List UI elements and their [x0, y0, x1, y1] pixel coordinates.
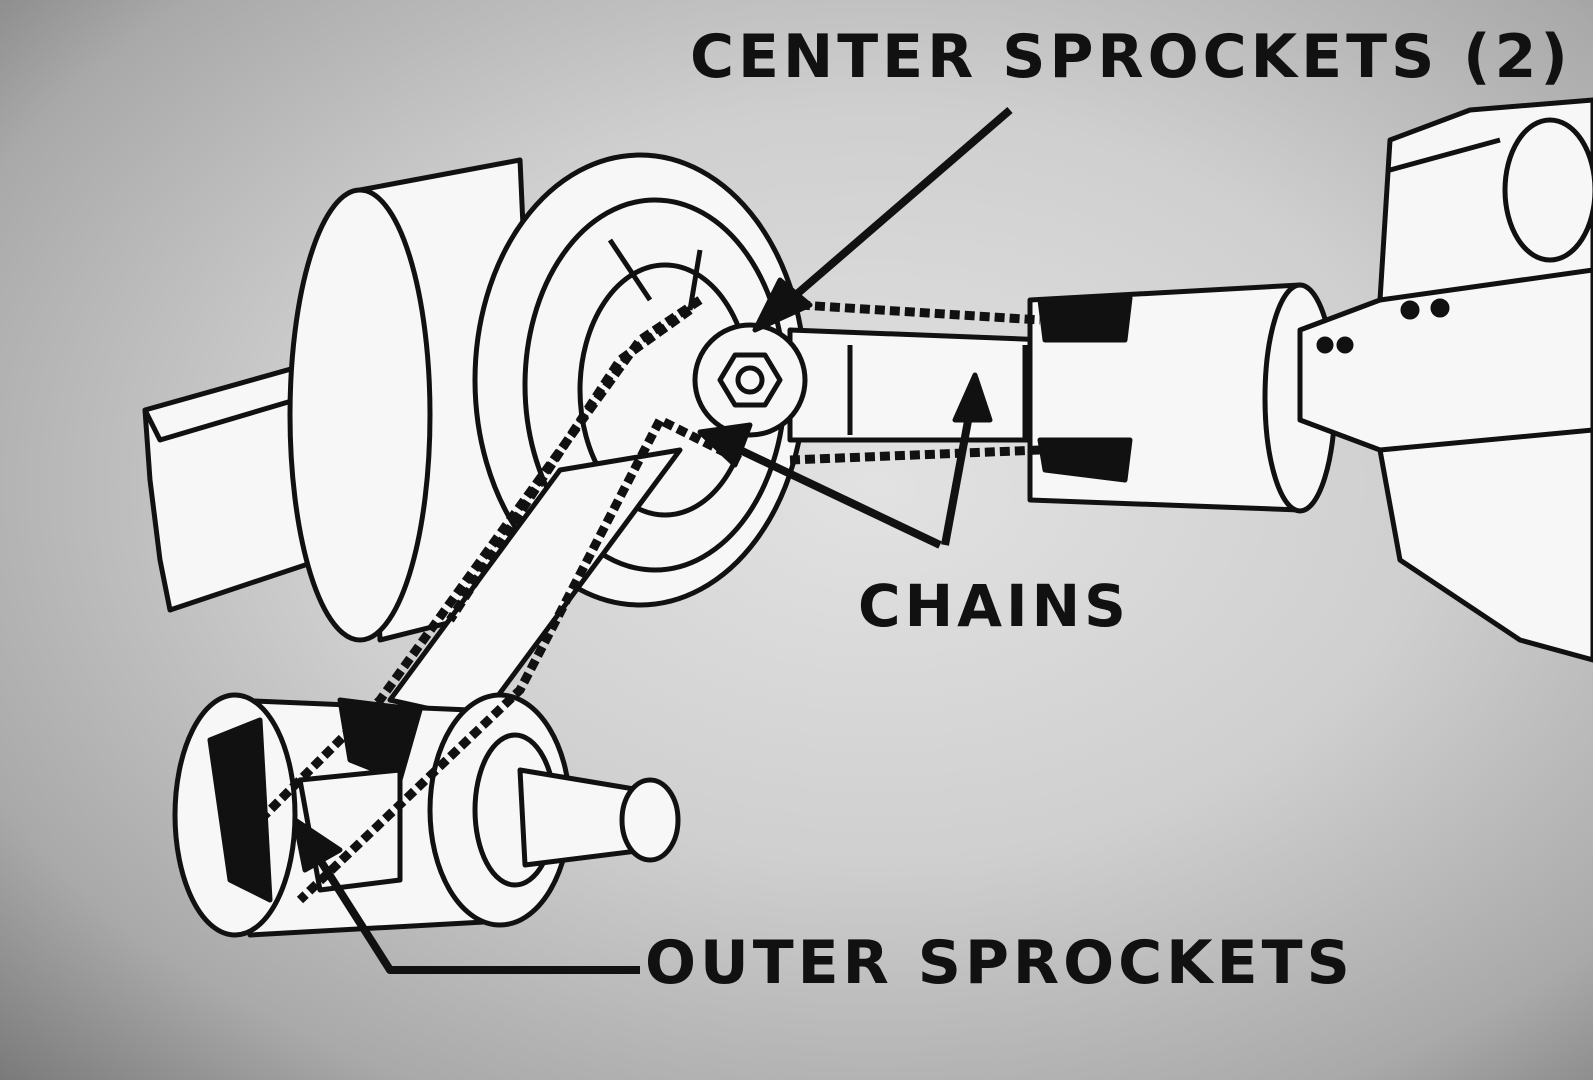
- arrow-chain-lower: [697, 422, 753, 468]
- center-sprocket-hub: [692, 322, 808, 438]
- arrows: [292, 106, 1013, 974]
- bearing-bracket: [1297, 97, 1593, 663]
- label-outer-sprockets: OUTER SPROCKETS: [645, 928, 1354, 998]
- main-shaft: [787, 282, 1338, 514]
- arrow-outer-sprocket: [292, 817, 343, 873]
- label-chains: CHAINS: [858, 572, 1130, 640]
- arrow-chain-upper: [952, 372, 993, 423]
- label-center-sprockets: CENTER SPROCKETS (2): [690, 22, 1572, 92]
- arrow-center-sprocket: [752, 277, 813, 333]
- outer-sprocket-housing: [172, 692, 681, 938]
- chains: [256, 296, 1041, 904]
